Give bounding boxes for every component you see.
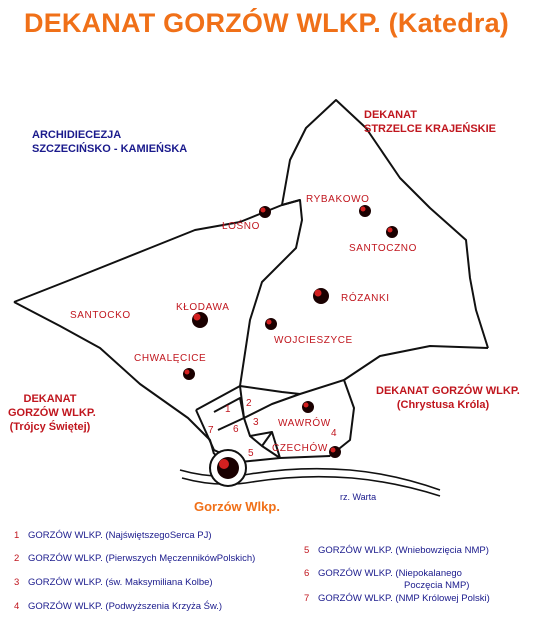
- legend-num: 3: [14, 577, 20, 588]
- legend-num: 4: [14, 601, 20, 612]
- region-strzelce: DEKANAT STRZELCE KRAJEŃSKIE: [364, 108, 496, 136]
- district-number: 6: [233, 424, 239, 435]
- legend-num: 7: [304, 593, 310, 604]
- place-losno: ŁOŚNO: [222, 221, 261, 232]
- place-rozanki: RÓZANKI: [341, 293, 390, 304]
- legend-num: 1: [14, 530, 20, 541]
- legend-num: 6: [304, 568, 310, 579]
- region-gorzow-chrystusa: DEKANAT GORZÓW WLKP. (Chrystusa Króla): [376, 384, 520, 412]
- district-number: 1: [225, 404, 231, 415]
- place-wawrow: WAWRÓW: [278, 418, 331, 429]
- place-chwalecice: CHWALĘCICE: [134, 353, 207, 364]
- district-number: 4: [331, 428, 337, 439]
- region-line: (Chrystusa Króla): [396, 399, 490, 411]
- legend-text: GORZÓW WLKP. (Podwyższenia Krzyża Św.): [28, 601, 223, 612]
- legend-item: 3 GORZÓW WLKP. (św. Maksymiliana Kolbe): [14, 577, 213, 589]
- region-line: GORZÓW WLKP.: [8, 407, 96, 419]
- place-santocko: SANTOCKO: [70, 310, 131, 321]
- place-rybakowo: RYBAKOWO: [306, 194, 370, 205]
- region-archidiecezja: ARCHIDIECEZJA SZCZECIŃSKO - KAMIEŃSKA: [32, 128, 187, 156]
- place-klodawa: KŁODAWA: [176, 302, 230, 313]
- district-number: 5: [248, 448, 254, 459]
- legend-num: 5: [304, 545, 310, 556]
- district-number: 7: [208, 425, 214, 436]
- legend-item: 2 GORZÓW WLKP. (Pierwszych MęczennikówPol…: [14, 553, 255, 565]
- place-santoczno: SANTOCZNO: [349, 243, 417, 254]
- legend-item: 6 GORZÓW WLKP. (Niepokalanego Poczęcia NM…: [304, 568, 469, 592]
- marker-rybakowo: [359, 205, 371, 217]
- outer-boundary: [13, 199, 301, 303]
- map-title: DEKANAT GORZÓW WLKP. (Katedra): [24, 8, 509, 38]
- marker-klodawa: [192, 312, 208, 328]
- city-label: Gorzów Wlkp.: [194, 499, 280, 514]
- legend-num: 2: [14, 553, 20, 564]
- legend-item: 5 GORZÓW WLKP. (Wniebowzięcia NMP): [304, 545, 489, 557]
- region-line: DEKANAT GORZÓW WLKP.: [376, 385, 520, 397]
- marker-chwalecice: [183, 368, 195, 380]
- region-line: DEKANAT: [23, 393, 77, 405]
- marker-czechow: [329, 446, 341, 458]
- legend-item: 4 GORZÓW WLKP. (Podwyższenia Krzyża Św.): [14, 601, 222, 613]
- marker-rozanki: [313, 288, 329, 304]
- region-line: STRZELCE KRAJEŃSKIE: [364, 123, 497, 135]
- marker-losno: [259, 206, 271, 218]
- place-czechow: CZECHÓW: [272, 443, 328, 454]
- legend-text: GORZÓW WLKP. (NajświętszegoSerca PJ): [28, 530, 212, 541]
- marker-santoczno: [386, 226, 398, 238]
- legend-text: Poczęcia NMP): [404, 580, 470, 591]
- place-wojcieszyce: WOJCIESZYCE: [274, 335, 353, 346]
- marker-wawrow: [302, 401, 314, 413]
- legend-item: 1 GORZÓW WLKP. (NajświętszegoSerca PJ): [14, 530, 212, 542]
- region-line: DEKANAT: [364, 109, 417, 121]
- region-line: (Trójcy Świętej): [9, 421, 91, 433]
- district-number: 2: [246, 398, 252, 409]
- district-lines: [195, 379, 345, 411]
- legend-text: GORZÓW WLKP. (NMP Królowej Polski): [318, 593, 490, 604]
- region-gorzow-trojcy: DEKANAT GORZÓW WLKP. (Trójcy Świętej): [8, 392, 96, 434]
- river-label: rz. Warta: [340, 492, 377, 502]
- parish-markers: [183, 205, 398, 458]
- legend-item: 7 GORZÓW WLKP. (NMP Królowej Polski): [304, 593, 490, 605]
- region-line: SZCZECIŃSKO - KAMIEŃSKA: [32, 143, 188, 155]
- district-number: 3: [253, 417, 259, 428]
- legend-text: GORZÓW WLKP. (Wniebowzięcia NMP): [318, 545, 489, 556]
- legend-text: GORZÓW WLKP. (Niepokalanego: [318, 568, 462, 579]
- north-boundary: [281, 99, 489, 349]
- legend-text: GORZÓW WLKP. (św. Maksymiliana Kolbe): [28, 577, 213, 588]
- marker-wojcieszyce: [265, 318, 277, 330]
- inner-boundary: [239, 199, 303, 387]
- region-line: ARCHIDIECEZJA: [32, 129, 122, 141]
- legend-text: GORZÓW WLKP. (Pierwszych MęczennikówPols…: [28, 553, 256, 564]
